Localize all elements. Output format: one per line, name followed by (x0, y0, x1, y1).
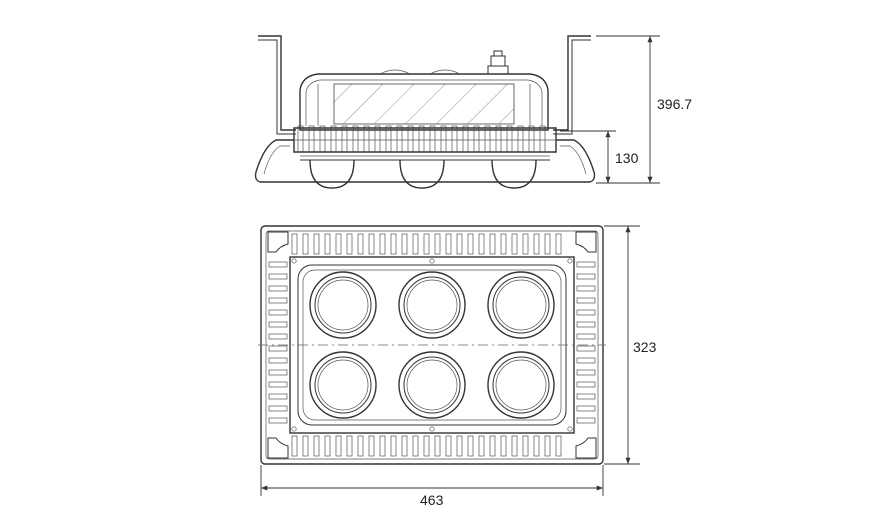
lens (309, 271, 377, 339)
label-base-height: 130 (615, 150, 639, 166)
lens-bulges (300, 155, 550, 189)
lens (309, 351, 377, 419)
dimension-depth (604, 225, 640, 465)
mounting-bracket-right (553, 35, 591, 135)
lens (398, 271, 466, 339)
dimension-total-height (596, 35, 660, 184)
base-skirt (254, 139, 596, 183)
lens (487, 351, 555, 419)
heatsink-fin-grid (268, 233, 596, 457)
label-total-height: 396.7 (657, 96, 693, 112)
dimension-width (260, 465, 604, 496)
mounting-screws (291, 258, 573, 432)
corner-tabs (267, 231, 597, 459)
lens-array (309, 271, 555, 419)
lens (487, 271, 555, 339)
driver-housing (299, 69, 549, 131)
heatsink-body (293, 127, 557, 153)
label-depth: 323 (633, 339, 657, 355)
label-width: 463 (420, 492, 444, 508)
mounting-bracket-left (258, 35, 296, 135)
cable-gland (487, 50, 509, 75)
dimension-base-height (560, 130, 616, 183)
lens (398, 351, 466, 419)
